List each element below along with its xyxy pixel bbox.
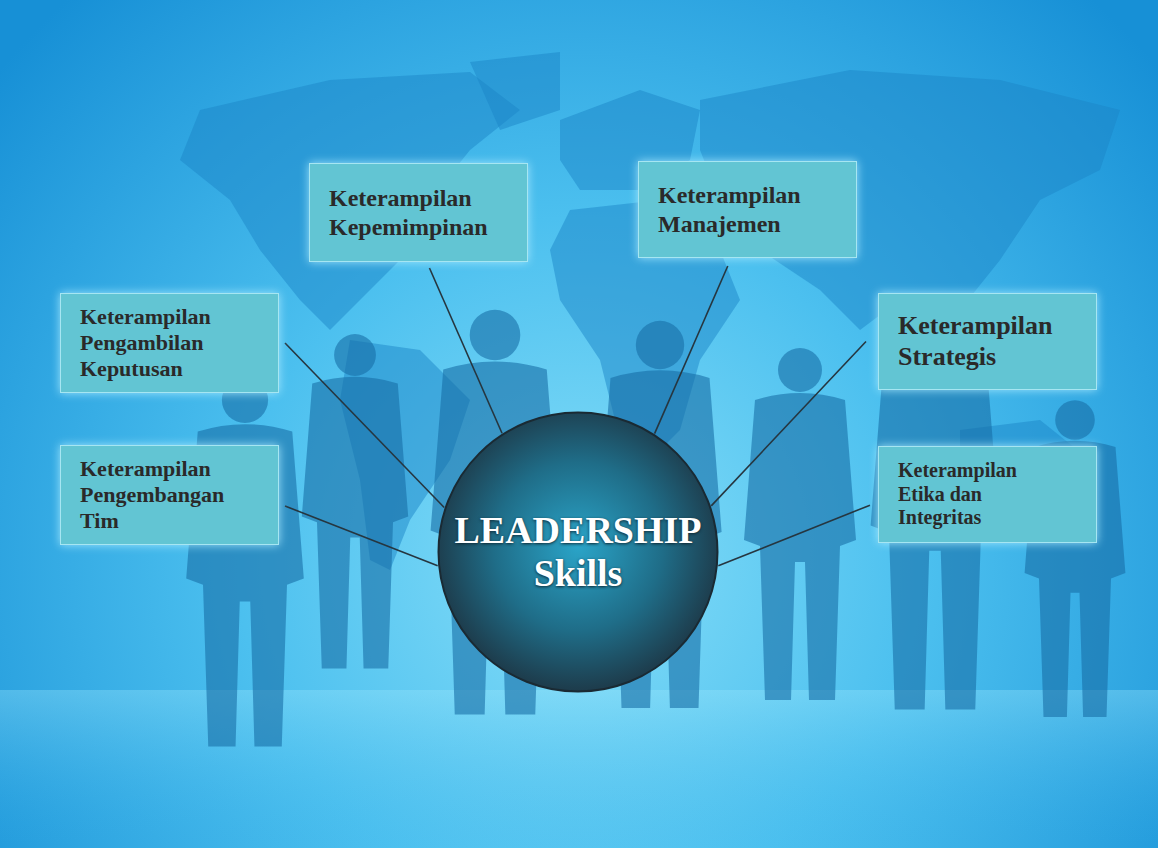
connector-line (718, 505, 870, 566)
skill-label: Keterampilan Kepemimpinan (329, 184, 515, 241)
skill-box: Keterampilan Kepemimpinan (309, 163, 528, 262)
connector-line (655, 266, 728, 434)
floor-shine (0, 690, 1158, 848)
skill-label: Keterampilan Pengambilan Keputusan (80, 304, 260, 382)
skill-box: Keterampilan Strategis (878, 293, 1097, 390)
connector-line (711, 342, 866, 506)
skill-label: Keterampilan Manajemen (658, 181, 844, 238)
center-circle: LEADERSHIP Skills (437, 411, 719, 693)
skill-box: Keterampilan Pengembangan Tim (60, 445, 279, 545)
skill-label: Keterampilan Etika dan Integritas (898, 459, 1048, 530)
skill-box: Keterampilan Etika dan Integritas (878, 446, 1097, 543)
skill-label: Keterampilan Pengembangan Tim (80, 456, 260, 534)
connector-line (429, 268, 502, 433)
connector-line (285, 343, 444, 507)
circle-shape (439, 413, 718, 692)
skill-box: Keterampilan Manajemen (638, 161, 857, 258)
skill-label: Keterampilan Strategis (898, 311, 1084, 372)
connector-line (285, 506, 438, 566)
center-title: LEADERSHIP Skills (447, 509, 709, 594)
skill-box: Keterampilan Pengambilan Keputusan (60, 293, 279, 393)
